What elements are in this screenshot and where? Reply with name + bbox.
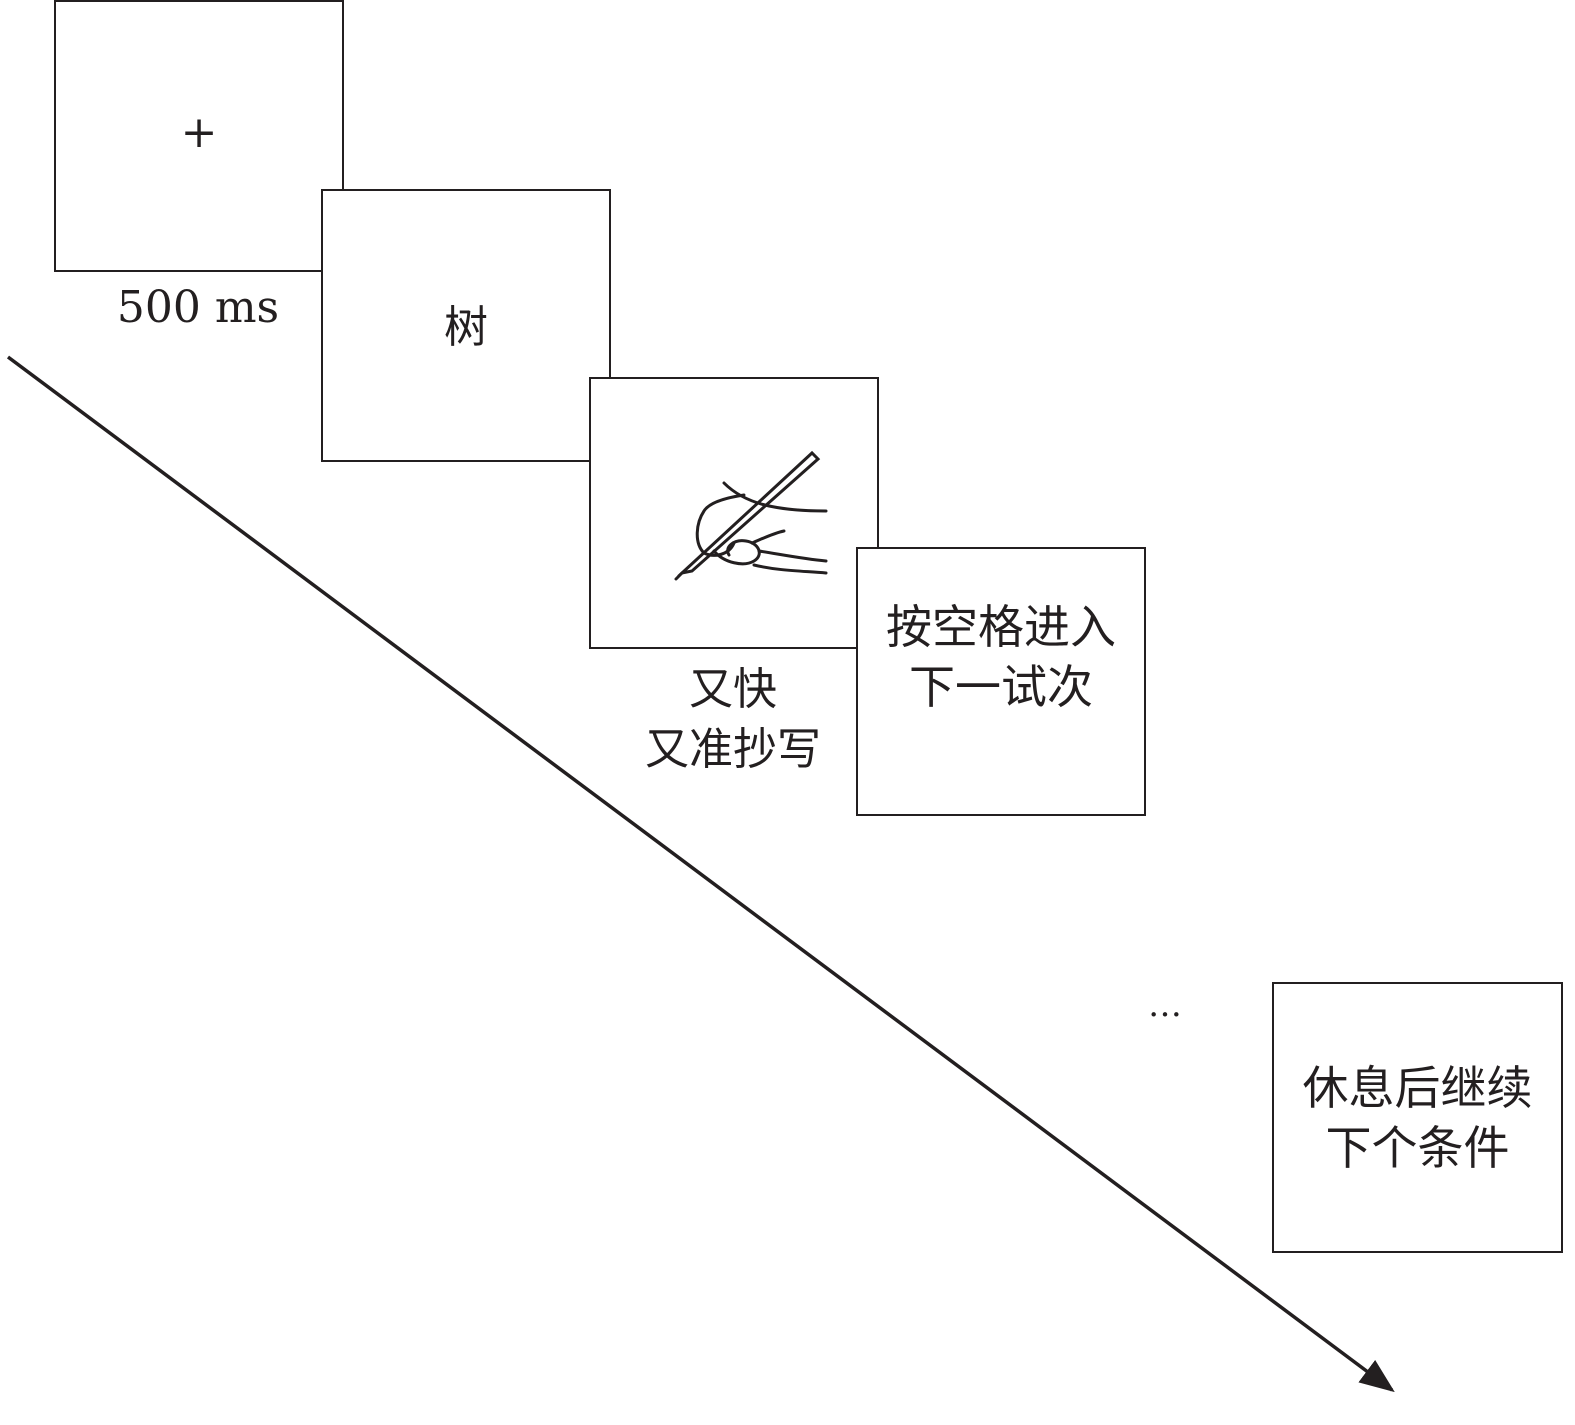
stimulus-character: 树 [444,301,488,353]
next-trial-screen: 按空格进入 下一试次 [856,547,1146,816]
rest-line2: 下个条件 [1325,1120,1510,1175]
next-trial-line2: 下一试次 [909,659,1093,714]
copy-instruction-line1: 又快 [689,664,777,715]
hand-writing-icon [674,450,828,581]
fixation-screen: + [54,0,344,272]
copy-screen [589,377,879,649]
fixation-duration-label: 500 ms [116,282,280,333]
rest-line1: 休息后继续 [1302,1060,1533,1115]
copy-instruction-line2: 又准抄写 [645,724,821,775]
stimulus-screen: 树 [321,189,611,462]
next-trial-line1: 按空格进入 [886,599,1116,654]
fixation-cross: + [180,106,218,158]
ellipsis: … [1148,985,1182,1025]
rest-screen: 休息后继续 下个条件 [1272,982,1563,1253]
